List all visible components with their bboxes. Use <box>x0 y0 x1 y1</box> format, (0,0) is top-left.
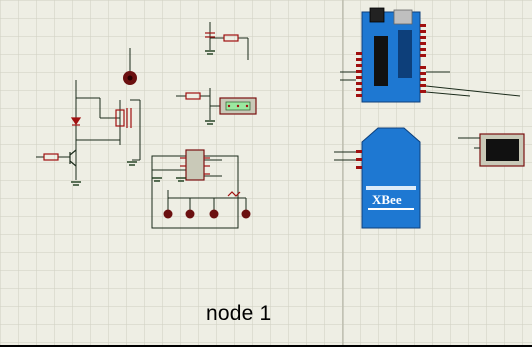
sensor-resistor[interactable] <box>185 92 201 100</box>
npn-transistor[interactable] <box>69 149 77 167</box>
xbee-logo-underline <box>368 208 414 210</box>
xbee-antenna-band <box>366 186 416 190</box>
ic-pins <box>180 157 210 175</box>
pullup-resistor-circuit[interactable] <box>209 22 249 60</box>
diode[interactable] <box>70 117 82 126</box>
arduino-chip <box>398 30 412 78</box>
ground-symbols-left <box>71 161 137 186</box>
relay-coil[interactable] <box>115 108 132 128</box>
node-dot[interactable] <box>209 209 219 219</box>
node-dot[interactable] <box>185 209 195 219</box>
arduino-board[interactable] <box>356 7 426 103</box>
node-dot[interactable] <box>241 209 251 219</box>
sensor-module[interactable] <box>219 97 257 115</box>
base-resistor[interactable] <box>43 153 59 161</box>
node-dot[interactable] <box>163 209 173 219</box>
node-caption: node 1 <box>206 302 272 325</box>
bottom-border <box>0 345 532 352</box>
arduino-wires[interactable] <box>340 71 521 97</box>
ic-resistor[interactable] <box>227 191 241 197</box>
ic-circuit[interactable] <box>151 155 247 229</box>
lcd-wires[interactable] <box>458 137 480 149</box>
lamp[interactable] <box>123 48 137 85</box>
xbee-module[interactable]: XBee <box>356 127 421 229</box>
ground-symbols-sensor <box>205 120 215 125</box>
ground-symbols-top <box>205 50 215 55</box>
lcd-display[interactable] <box>479 133 525 167</box>
pullup-resistor[interactable] <box>223 34 239 42</box>
node-dots[interactable] <box>163 209 251 219</box>
arduino-header-right <box>420 24 426 93</box>
xbee-pins <box>356 150 362 169</box>
arduino-header-left <box>356 52 362 97</box>
sensor-circuit[interactable] <box>176 88 220 120</box>
ground-symbols-ic <box>152 177 186 182</box>
xbee-wires[interactable] <box>334 151 356 161</box>
xbee-logo: XBee <box>372 192 402 207</box>
capacitor-small[interactable] <box>205 32 215 38</box>
ic-chip[interactable] <box>185 149 205 181</box>
